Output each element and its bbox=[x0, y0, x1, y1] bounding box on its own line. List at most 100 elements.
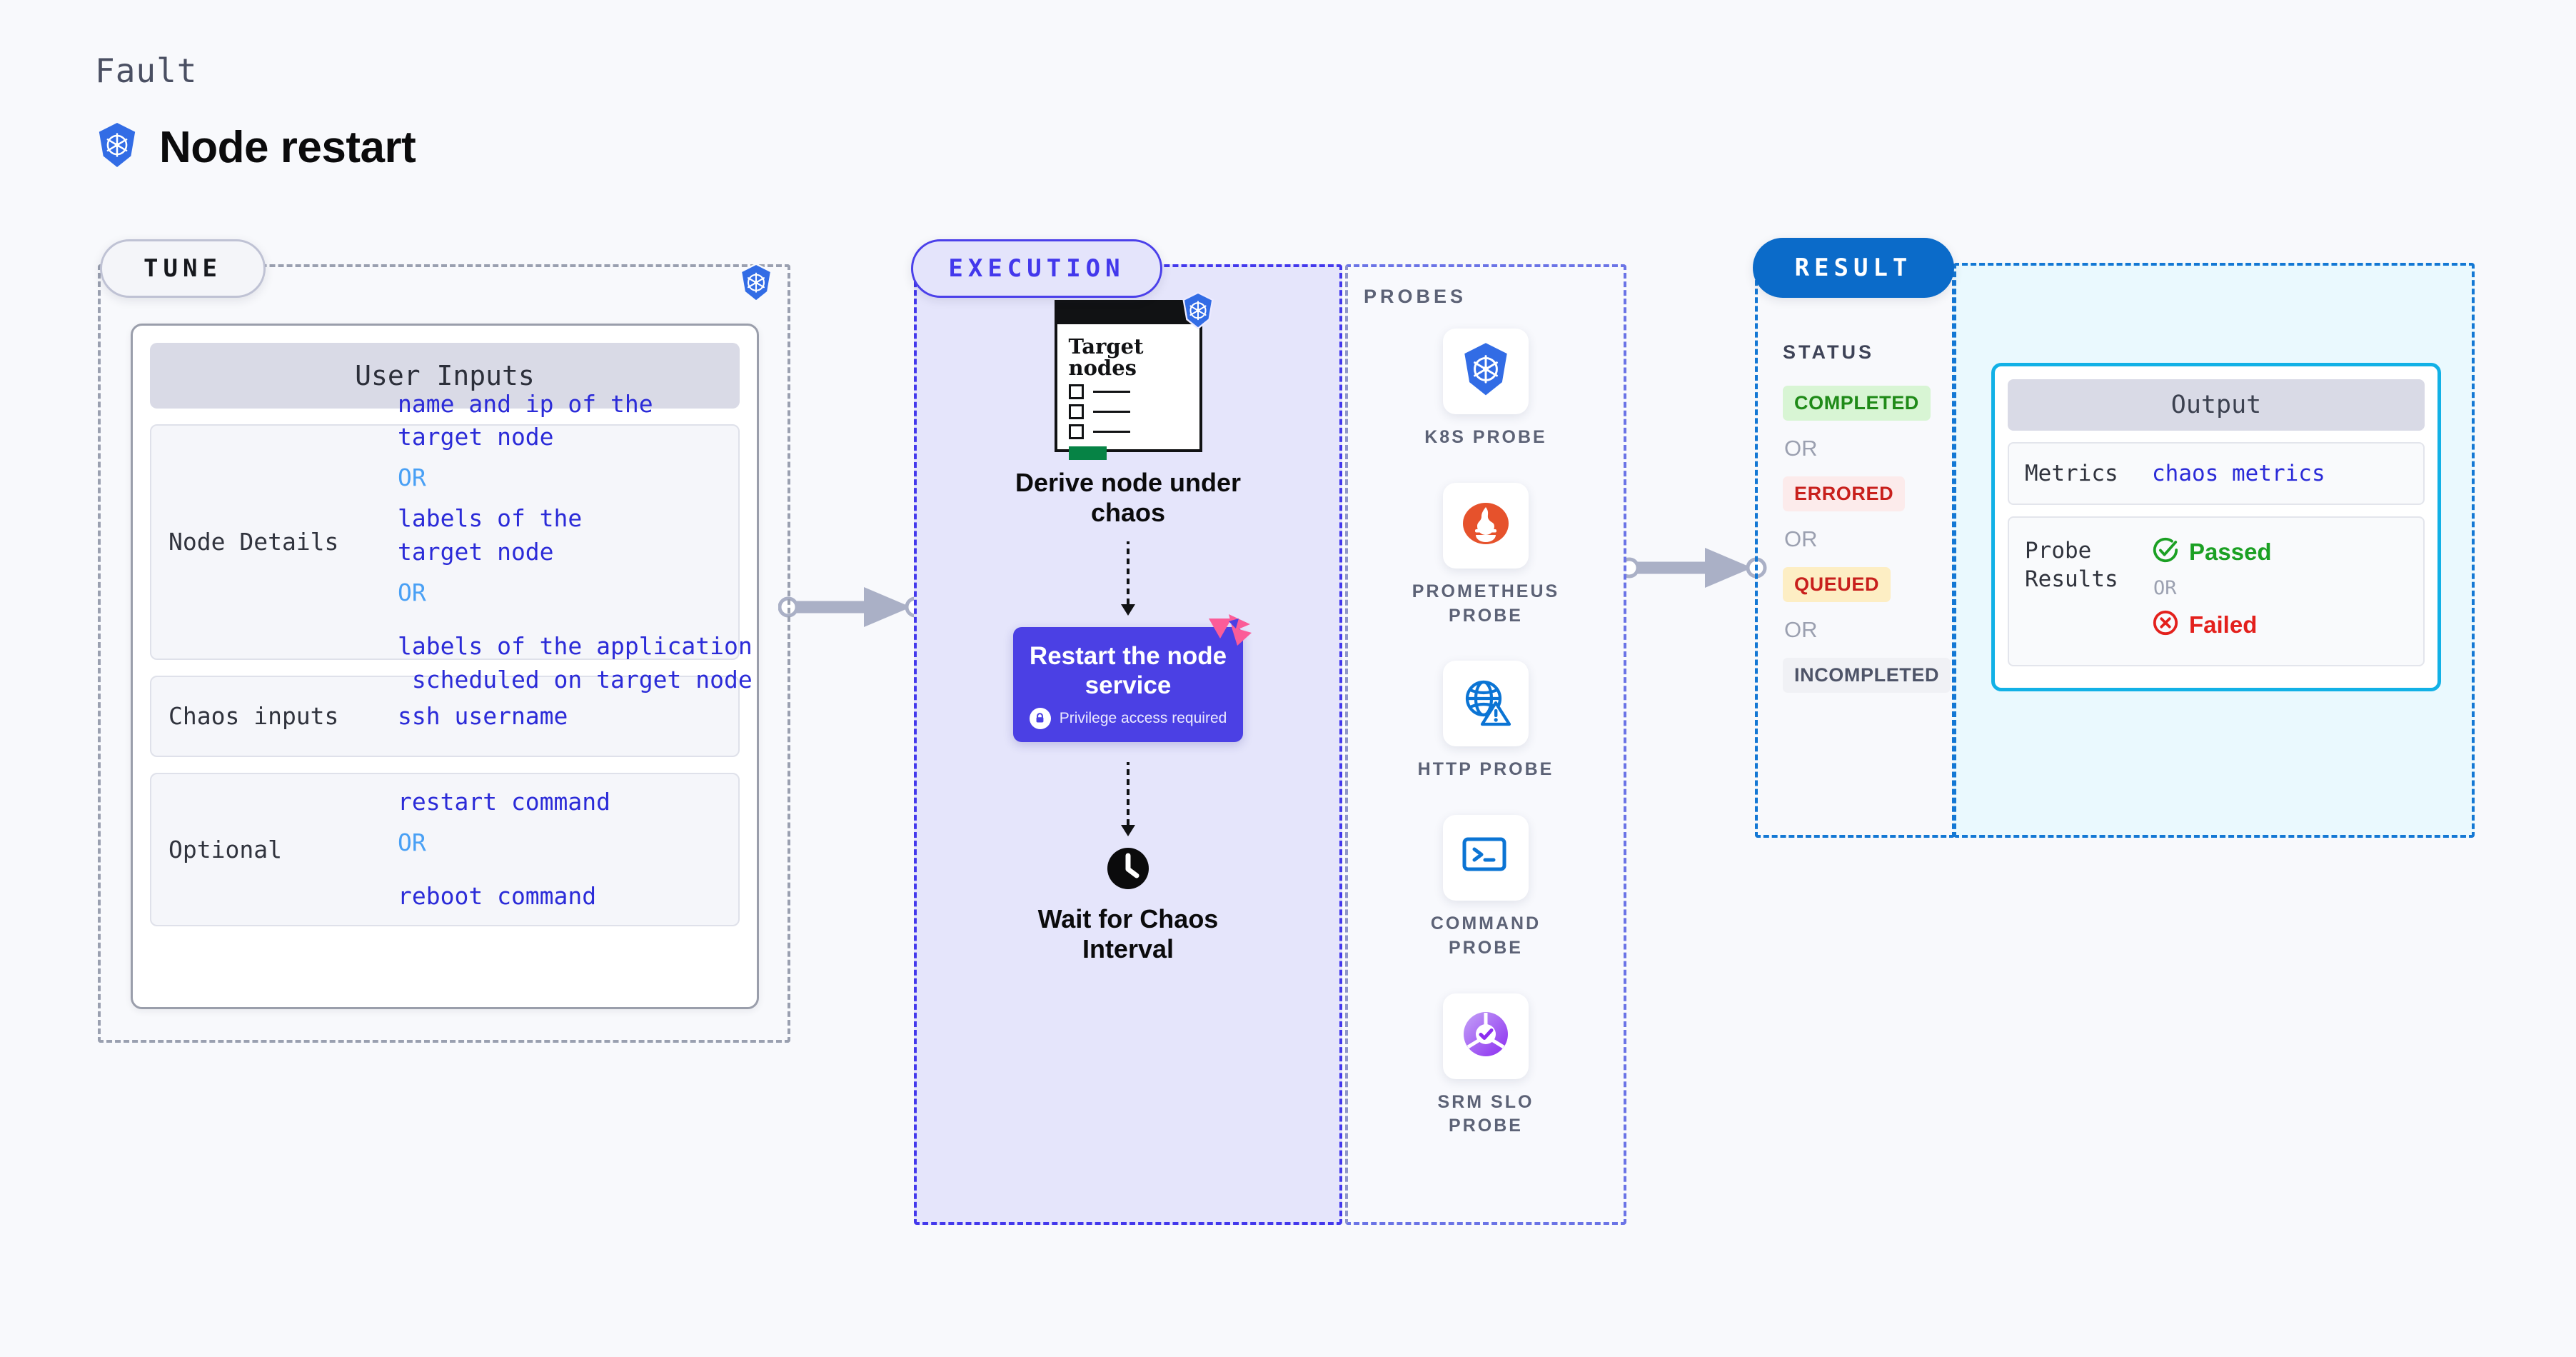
checkbox-icon bbox=[1068, 384, 1084, 399]
user-inputs-title: User Inputs bbox=[150, 343, 740, 409]
probes-section-label: PROBES bbox=[1364, 286, 1467, 307]
tune-row-node-details: Node Details name and ip of the target n… bbox=[150, 390, 753, 693]
connector-tune-to-execution bbox=[778, 587, 926, 627]
placeholder-line bbox=[1092, 390, 1130, 393]
globe-warning-icon bbox=[1459, 676, 1512, 732]
terminal-icon bbox=[1460, 835, 1511, 881]
probes-list: K8S PROBE PROMETHEUS PROBE bbox=[1345, 329, 1626, 1138]
probe-tile bbox=[1443, 815, 1529, 901]
tune-row-chaos-inputs: Chaos inputs ssh username bbox=[150, 676, 740, 757]
kubernetes-icon bbox=[1180, 291, 1216, 334]
step-label-wait-chaos-interval: Wait for Chaos Interval bbox=[1037, 903, 1219, 963]
output-card: Output Metrics chaos metrics Probe Resul… bbox=[1991, 363, 2441, 691]
input-value: reboot command bbox=[398, 881, 597, 910]
checkbox-icon bbox=[1068, 404, 1084, 419]
connector-execution-to-result bbox=[1619, 548, 1767, 588]
status-list: COMPLETED OR ERRORED OR QUEUED OR INCOMP… bbox=[1783, 386, 1951, 693]
flow-arrow-1 bbox=[1121, 541, 1135, 616]
probe-result-passed: Passed bbox=[2152, 536, 2272, 567]
probe-item-srm-slo[interactable]: SRM SLO PROBE bbox=[1411, 993, 1561, 1139]
input-value: restart command bbox=[398, 788, 611, 816]
metrics-value: chaos metrics bbox=[2152, 461, 2325, 486]
page-title: Node restart bbox=[95, 121, 416, 174]
checkbox-row bbox=[1068, 404, 1199, 419]
failed-label: Failed bbox=[2189, 611, 2258, 638]
output-row-metrics: Metrics chaos metrics bbox=[2008, 442, 2425, 505]
status-badge-errored: ERRORED bbox=[1783, 476, 1906, 511]
checkbox-row bbox=[1068, 384, 1199, 399]
or-separator: OR bbox=[1784, 436, 1818, 461]
probe-label: COMMAND PROBE bbox=[1430, 913, 1541, 958]
checkbox-row bbox=[1068, 424, 1199, 439]
row-values: name and ip of the target node OR labels… bbox=[398, 388, 753, 697]
row-key: Optional bbox=[168, 835, 282, 863]
srm-slo-icon bbox=[1459, 1007, 1513, 1065]
action-restart-node-service[interactable]: Restart the node service Privilege acces… bbox=[1013, 614, 1252, 742]
clock-icon bbox=[1106, 846, 1150, 894]
output-title: Output bbox=[2008, 379, 2425, 431]
tune-panel bbox=[98, 264, 790, 1043]
step-label-derive-node: Derive node under chaos bbox=[1015, 468, 1242, 528]
placeholder-line bbox=[1092, 430, 1130, 433]
probe-item-prometheus[interactable]: PROMETHEUS PROBE bbox=[1411, 482, 1561, 629]
probe-label: HTTP PROBE bbox=[1417, 759, 1554, 780]
or-separator: OR bbox=[1784, 617, 1818, 642]
probe-tile bbox=[1443, 482, 1529, 569]
probe-result-failed: Failed bbox=[2152, 609, 2272, 640]
row-key: Metrics bbox=[2025, 460, 2118, 486]
status-badge-completed: COMPLETED bbox=[1783, 386, 1931, 421]
status-badge-incompleted: INCOMPLETED bbox=[1783, 658, 1951, 693]
passed-label: Passed bbox=[2189, 538, 2272, 565]
target-nodes-card: Target nodes bbox=[1054, 291, 1214, 460]
prometheus-icon bbox=[1459, 497, 1512, 554]
row-values: restart command OR reboot command bbox=[398, 786, 738, 913]
output-row-probe-results: Probe Results Passed OR bbox=[2008, 516, 2425, 666]
probe-item-command[interactable]: COMMAND PROBE bbox=[1411, 815, 1561, 961]
stage-pill-result[interactable]: RESULT bbox=[1753, 238, 1954, 298]
checkbox-icon bbox=[1068, 424, 1084, 439]
execution-flow: Target nodes Deri bbox=[914, 291, 1342, 964]
confirm-bar bbox=[1068, 446, 1107, 460]
row-values: ssh username bbox=[398, 700, 738, 733]
input-value: ssh username bbox=[398, 701, 568, 730]
kubernetes-icon bbox=[738, 263, 775, 307]
lock-icon bbox=[1029, 707, 1051, 729]
flow-arrow-2 bbox=[1121, 761, 1135, 836]
status-section-label: STATUS bbox=[1783, 341, 1874, 363]
or-separator: OR bbox=[398, 464, 426, 492]
input-value: name and ip of the target node bbox=[398, 389, 653, 451]
user-inputs-card: User Inputs Node Details name and ip of … bbox=[131, 324, 759, 1009]
action-subtitle: Privilege access required bbox=[1059, 709, 1227, 726]
probe-item-k8s[interactable]: K8S PROBE bbox=[1424, 329, 1546, 450]
x-circle-icon bbox=[2152, 609, 2179, 640]
row-key: Probe Results bbox=[2025, 538, 2118, 593]
input-value: labels of the application scheduled on t… bbox=[398, 631, 753, 693]
action-title: Restart the node service bbox=[1029, 641, 1227, 700]
probe-label: SRM SLO PROBE bbox=[1437, 1091, 1534, 1136]
probe-label: PROMETHEUS PROBE bbox=[1412, 581, 1560, 626]
stage-pill-tune[interactable]: TUNE bbox=[100, 239, 266, 298]
litmus-chaos-icon bbox=[1207, 614, 1252, 649]
placeholder-line bbox=[1092, 410, 1130, 413]
probe-tile bbox=[1443, 993, 1529, 1079]
probe-item-http[interactable]: HTTP PROBE bbox=[1418, 661, 1554, 782]
row-key: Chaos inputs bbox=[168, 702, 339, 731]
probe-tile bbox=[1442, 329, 1529, 414]
or-separator: OR bbox=[2153, 577, 2177, 599]
page-title-text: Node restart bbox=[159, 123, 416, 172]
kubernetes-icon bbox=[1459, 341, 1512, 402]
status-badge-queued: QUEUED bbox=[1783, 567, 1891, 602]
fault-eyebrow: Fault bbox=[95, 51, 198, 90]
input-value: labels of the target node bbox=[398, 504, 583, 566]
probe-tile bbox=[1442, 661, 1529, 747]
check-circle-icon bbox=[2152, 536, 2179, 567]
probe-result-values: Passed OR Failed bbox=[2152, 536, 2272, 640]
target-nodes-title: Target nodes bbox=[1068, 334, 1144, 381]
stage-pill-execution[interactable]: EXECUTION bbox=[911, 239, 1162, 298]
probe-label: K8S PROBE bbox=[1424, 427, 1547, 447]
or-separator: OR bbox=[1784, 526, 1818, 551]
tune-row-optional: Optional restart command OR reboot comma… bbox=[150, 773, 740, 926]
card-titlebar bbox=[1057, 303, 1199, 324]
or-separator: OR bbox=[398, 828, 426, 857]
